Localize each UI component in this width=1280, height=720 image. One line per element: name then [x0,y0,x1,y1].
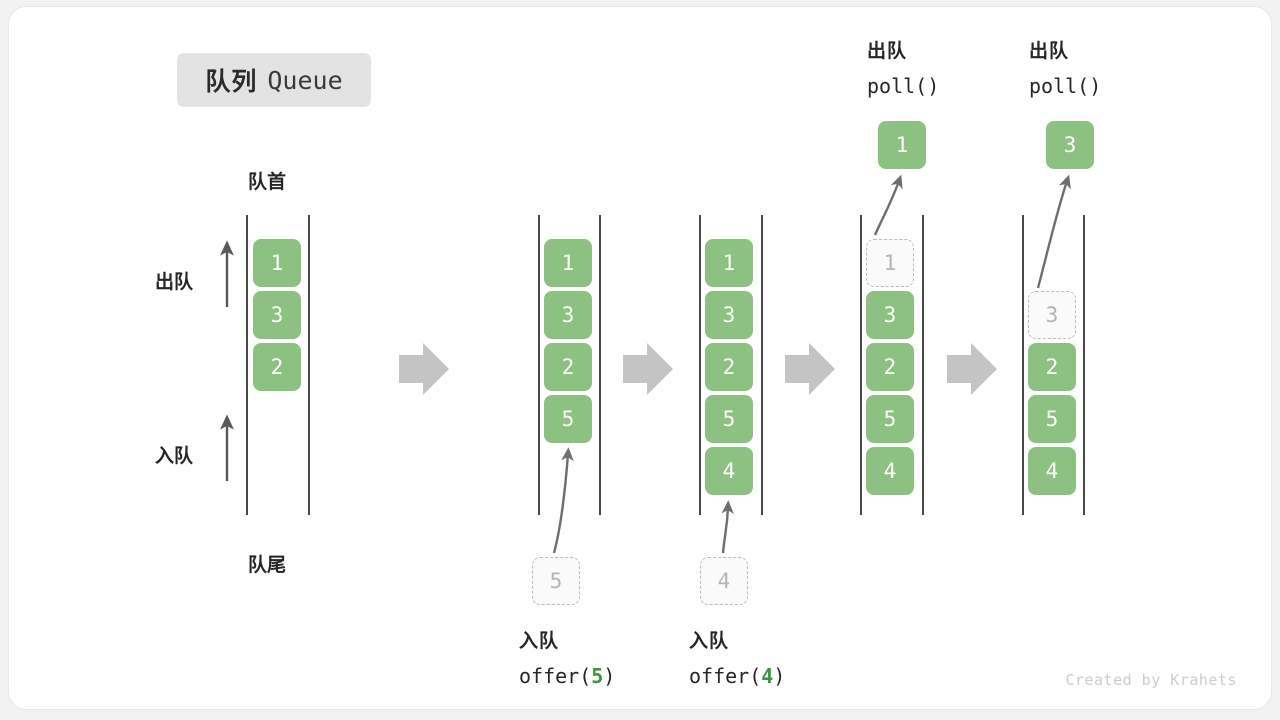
queue-box: 3 [544,291,592,339]
dequeue-motion-arrow-3 [1036,174,1071,289]
queue-box: 5 [544,395,592,443]
fn-suffix: ) [773,664,786,688]
fn-value: 4 [761,664,774,688]
enqueue-motion-arrow-4 [721,500,734,554]
stage-caption-offer-5: 入队 offer(5) [519,625,615,693]
stage-caption-cn: 出队 [867,41,908,62]
rail-left-stage-3 [860,215,862,515]
rail-right-stage-1 [599,215,601,515]
fn-suffix: ) [927,74,940,98]
queue-box: 1 [544,239,592,287]
rail-right-stage-4 [1083,215,1085,515]
queue-box: 2 [253,343,301,391]
title-badge: 队列 Queue [177,53,371,107]
queue-box: 1 [705,239,753,287]
queue-box: 4 [1028,447,1076,495]
queue-box: 4 [705,447,753,495]
queue-box: 3 [705,291,753,339]
stage-caption-poll-3: 出队 poll() [1029,35,1101,103]
fn-prefix: offer( [689,664,762,688]
rail-right-stage-2 [761,215,763,515]
dequeue-motion-arrow-1 [873,174,903,236]
fn-prefix: poll( [867,74,928,98]
queue-box: 1 [253,239,301,287]
incoming-ghost-box: 4 [700,557,748,605]
title-label-en: Queue [267,65,343,95]
enqueue-direction-label: 入队 [155,446,194,467]
title-label-cn: 队列 [205,68,258,96]
diagram-card: 队列 Queue 队首 队尾 出队 入队 1 3 2 1 3 2 5 5 入队 [8,6,1272,710]
stage-caption-cn: 出队 [1029,41,1070,62]
queue-head-label: 队首 [248,172,287,193]
enqueue-motion-arrow-5 [552,447,574,554]
step-arrow-1-to-2 [623,343,673,395]
queue-box: 2 [544,343,592,391]
queue-box: 5 [705,395,753,443]
vacated-ghost-box: 3 [1028,291,1076,339]
queue-box: 5 [1028,395,1076,443]
step-arrow-0-to-1 [399,343,449,395]
stage-caption-cn: 入队 [519,631,560,652]
fn-suffix: ) [1089,74,1102,98]
popped-box: 3 [1046,121,1094,169]
vacated-ghost-box: 1 [866,239,914,287]
stage-caption-fn: poll() [867,69,939,103]
rail-right-stage-3 [922,215,924,515]
rail-left-stage-2 [699,215,701,515]
step-arrow-2-to-3 [785,343,835,395]
stage-caption-cn: 入队 [689,631,730,652]
fn-prefix: poll( [1029,74,1090,98]
watermark: Created by Krahets [1065,671,1237,689]
arrows-overlay [220,174,1071,554]
rail-right-stage-0 [308,215,310,515]
fn-suffix: ) [603,664,616,688]
stage-caption-offer-4: 入队 offer(4) [689,625,785,693]
popped-box: 1 [878,121,926,169]
rail-left-stage-0 [246,215,248,515]
stage-caption-fn: offer(5) [519,659,615,693]
dequeue-direction-label: 出队 [155,272,194,293]
step-arrow-3-to-4 [947,343,997,395]
fn-prefix: offer( [519,664,592,688]
queue-box: 5 [866,395,914,443]
queue-tail-label: 队尾 [248,555,287,576]
stage-caption-fn: poll() [1029,69,1101,103]
fn-value: 5 [591,664,604,688]
queue-box: 2 [1028,343,1076,391]
queue-box: 3 [866,291,914,339]
stage-caption-fn: offer(4) [689,659,785,693]
queue-box: 4 [866,447,914,495]
stage-caption-poll-1: 出队 poll() [867,35,939,103]
incoming-ghost-box: 5 [532,557,580,605]
queue-box: 3 [253,291,301,339]
queue-box: 2 [705,343,753,391]
rail-left-stage-4 [1022,215,1024,515]
queue-box: 2 [866,343,914,391]
rail-left-stage-1 [538,215,540,515]
